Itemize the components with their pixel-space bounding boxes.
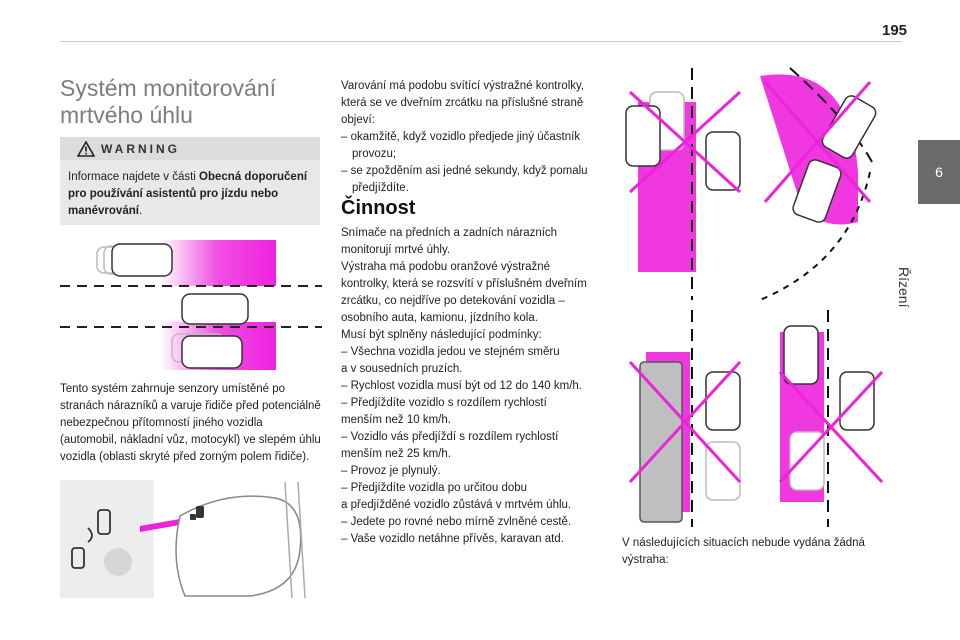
body-line: menším než 10 km/h.	[341, 414, 451, 426]
body-line: osobního auta, kamionu, jízdního kola.	[341, 312, 538, 324]
intro-line: Varování má podobu svítící výstražné kon…	[341, 80, 585, 92]
warning-triangle-icon	[77, 141, 95, 157]
warning-header	[60, 137, 320, 160]
warning-text-post: .	[138, 205, 143, 217]
warning-text-pre: Informace najdete v části	[68, 171, 200, 183]
chapter-title: Řízení	[896, 205, 960, 307]
body-line: menším než 25 km/h.	[341, 448, 451, 460]
body-line: – Jedete po rovné nebo mírně zvlněné ces…	[341, 516, 572, 528]
blind-spot-lanes-diagram	[60, 234, 322, 374]
warning-text: Informace najdete v části Obecná doporuč…	[68, 169, 314, 220]
mirror-warning-illustration	[60, 480, 322, 600]
no-warning-caption: V následujících situacích nebude vydána …	[622, 535, 892, 569]
body-line: – Předjíždíte vozidlo s rozdílem rychlos…	[341, 397, 547, 409]
operation-heading: Činnost	[341, 197, 416, 219]
scenario-curve	[759, 67, 877, 301]
body-line: – Vaše vozidlo netáhne přívěs, karavan a…	[341, 533, 564, 545]
intro-line: provozu;	[352, 148, 397, 160]
body-line: Musí být splněny následující podmínky:	[341, 329, 542, 341]
body-line: – Vozidlo vás předjíždí s rozdílem rychl…	[341, 431, 559, 443]
intro-line: objeví:	[341, 114, 375, 126]
body-line: Výstraha má podobu oranžové výstražné	[341, 261, 551, 273]
operation-body: Snímače na předních a zadních nárazních …	[341, 225, 609, 548]
scenario-opposite-direction	[778, 310, 884, 527]
body-line: – Všechna vozidla jedou ve stejném směru	[341, 346, 560, 358]
chapter-tab[interactable]: 6	[918, 140, 960, 204]
caption-line: V následujících situacích nebude vydána …	[622, 537, 865, 549]
page-number: 195	[882, 22, 908, 39]
warning-title: WARNING	[101, 142, 180, 156]
intro-line: – okamžitě, když vozidlo předjede jiný ú…	[341, 131, 581, 143]
intro-line: která se ve dveřním zrcátku na příslušné…	[341, 97, 584, 109]
chapter-title-text: Řízení	[896, 267, 912, 308]
scenario-overtaking-parked	[625, 68, 742, 300]
mirror-warning-icon	[190, 506, 204, 520]
warning-text-bold: Obecná doporučení pro používání asistent…	[68, 171, 308, 217]
intro-line: předjíždíte.	[352, 182, 409, 194]
warning-description: Varování má podobu svítící výstražné kon…	[341, 78, 606, 197]
no-warning-scenarios-diagram	[620, 62, 892, 527]
scenario-truck	[628, 310, 742, 527]
body-line: Snímače na předních a zadních nárazních	[341, 227, 558, 239]
header-divider	[60, 41, 902, 42]
description-paragraph: Tento systém zahrnuje senzory umístěné p…	[60, 383, 321, 463]
intro-line: – se zpožděním asi jedné sekundy, když p…	[341, 165, 588, 177]
body-line: a v sousedních pruzích.	[341, 363, 463, 375]
caption-line: výstraha:	[622, 554, 669, 566]
body-line: – Předjíždíte vozidla po určitou dobu	[341, 482, 528, 494]
warning-box: WARNING Informace najdete v části Obecná…	[60, 137, 320, 225]
body-line: – Rychlost vozidla musí být od 12 do 140…	[341, 380, 582, 392]
body-line: kontrolky, která se rozsvítí v příslušné…	[341, 278, 587, 290]
body-line: monitorují mrtvé úhly.	[341, 244, 451, 256]
body-line: – Provoz je plynulý.	[341, 465, 441, 477]
blind-spot-sensor-icon	[71, 509, 111, 569]
section-title: Systém monitorování mrtvého úhlu	[60, 75, 277, 128]
body-line: a předjížděné vozidlo zůstává v mrtvém ú…	[341, 499, 572, 511]
body-line: zrcátku, co nejdříve po detekování vozid…	[341, 295, 565, 307]
